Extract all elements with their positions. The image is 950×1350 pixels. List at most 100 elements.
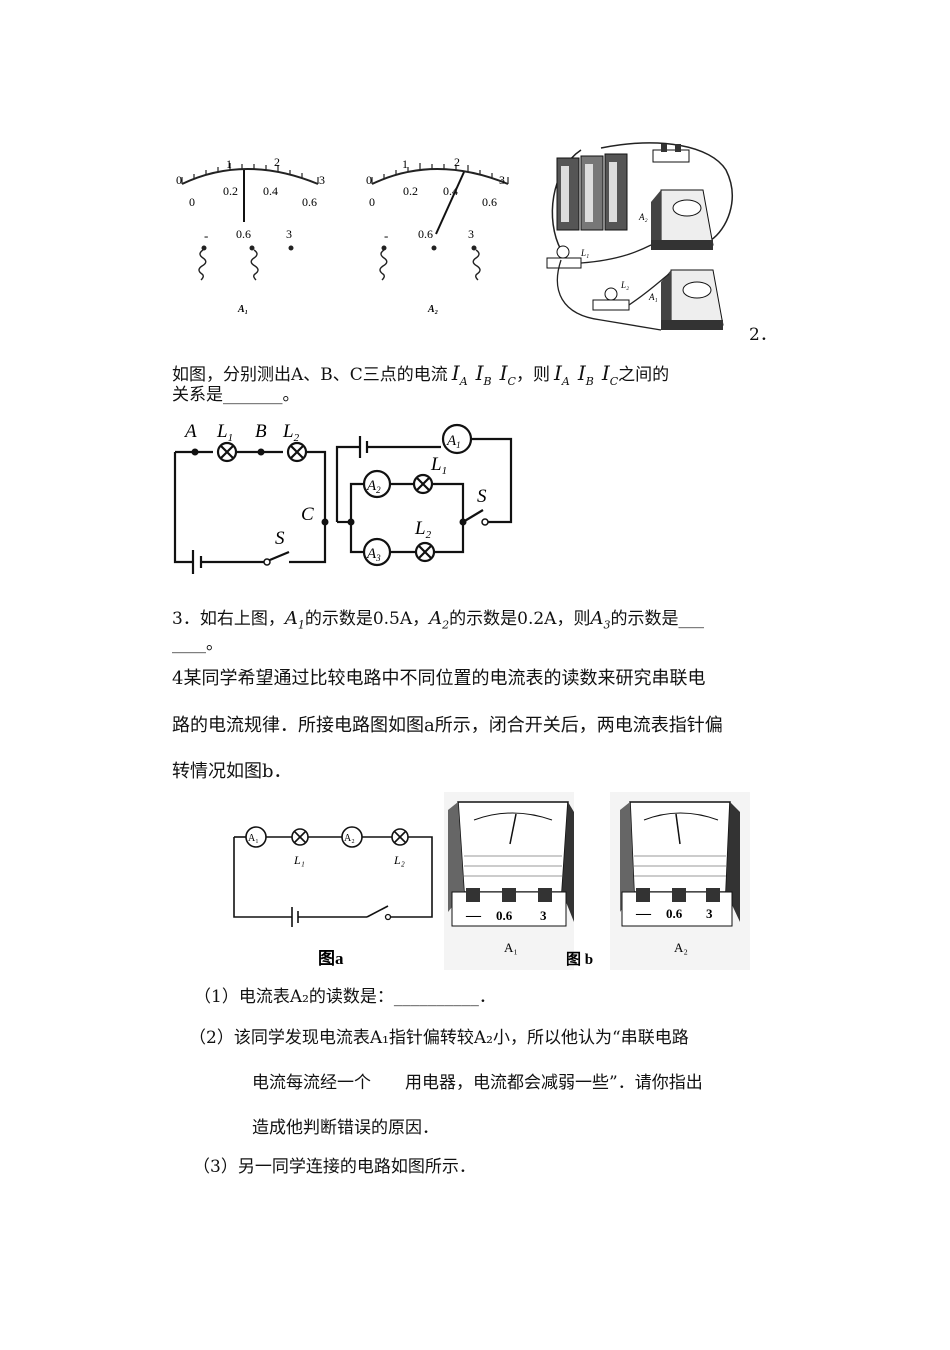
q3-meter-a3: A3 [590, 608, 611, 632]
a2-needle [435, 171, 465, 235]
q2-number: 2． [749, 325, 777, 345]
q4-line1: 4某同学希望通过比较电路中不同位置的电流表的读数来研究串联电 [172, 668, 706, 689]
a1-photo-term-3: 3 [540, 908, 547, 923]
bulb-l2-icon: L₂ [592, 280, 630, 311]
q3-seg1: 的示数是0.5A， [304, 609, 430, 629]
q3-line1: 3．如右上图，A1的示数是0.5A，A2的示数是0.2A，则A3的示数是___ [172, 606, 704, 639]
fig-a-a2: A₂ [344, 833, 355, 844]
a1-top-2: 2 [274, 155, 280, 169]
q3-meter-a2: A2 [429, 608, 450, 632]
a1-photo-term-06: 0.6 [496, 908, 513, 923]
q2-circuits-figure: A L1 B L2 C S A1 A2 A3 L1 L2 S [173, 421, 513, 574]
q4-sub2-line1: （2）该同学发现电流表A₁指针偏转较A₂小，所以他认为“串联电路 [189, 1028, 689, 1048]
q3-line2: ____。 [172, 634, 223, 654]
q4-sub3: （3）另一同学连接的电路如图所示． [193, 1157, 476, 1177]
photo-l1-label: L₁ [580, 248, 589, 258]
a1-top-3: 3 [319, 173, 325, 187]
current-ia-1: IA [451, 361, 468, 388]
q2-line1-prefix: 如图，分别测出A、B、C三点的电流 [172, 365, 448, 385]
ammeter-a1-photo-icon: A₁ [648, 269, 724, 330]
a2-top-0: 0 [366, 173, 372, 187]
circuit-parallel-right [335, 423, 513, 567]
current-ib-1: IB [475, 361, 492, 388]
q3-prefix: 3．如右上图， [172, 609, 285, 629]
a1-photo-label: A₁ [504, 940, 518, 955]
current-ic-2: IC [601, 361, 619, 388]
q4-sub1: （1）电流表A₂的读数是：__________． [194, 987, 496, 1007]
ammeter-a2-photo-icon: A₂ [638, 189, 714, 250]
node-a-dot [191, 448, 199, 456]
q4-sub2-line3: 造成他判断错误的原因． [252, 1118, 439, 1138]
current-ib-2: IB [577, 361, 594, 388]
q4-line3: 转情况如图b． [172, 761, 292, 782]
a1-bot-1: 0.2 [223, 184, 238, 198]
a2-top-3: 3 [499, 173, 505, 187]
node-c-dot [321, 518, 329, 526]
bulb-l1-icon: L₁ [546, 245, 589, 269]
node-b-dot [257, 448, 265, 456]
ammeter-a1-drawing: — 0.6 3 A₁ [444, 792, 574, 970]
q4-figures: A₁ A₂ L₁ L₂ 图a — 0.6 3 A₁ 图 b — 0.6 3 A₂ [233, 792, 750, 970]
label-c: C [301, 504, 314, 525]
apparatus-photo: A₂ L₁ L₂ A₁ [545, 142, 741, 340]
a2-photo-label: A₂ [674, 940, 688, 955]
q4-line2: 路的电流规律．所接电路图如图a所示，闭合开关后，两电流表指针偏 [172, 715, 723, 736]
circuit-series-left [173, 441, 327, 574]
fig-a-a1: A₁ [248, 833, 259, 844]
a1-photo-needle [509, 813, 517, 845]
label-a: A [183, 421, 197, 442]
q2-line1-suffix: 之间的 [618, 365, 670, 385]
current-ic-1: IC [499, 361, 516, 388]
battery-pack-icon [556, 153, 628, 231]
label-a1-right: A1 [446, 433, 461, 450]
a2-top-1: 1 [402, 157, 408, 171]
a1-bot-0: 0 [189, 195, 195, 209]
a2-term-06: 0.6 [418, 227, 433, 241]
a2-photo-needle [675, 813, 681, 845]
label-l1-right: L1 [430, 454, 447, 477]
a2-term-neg: - [384, 228, 388, 243]
photo-a1-label: A₁ [648, 292, 658, 302]
photo-l2-label: L₂ [620, 280, 629, 290]
switch-icon [652, 144, 690, 163]
q3-seg3: 的示数是___ [610, 609, 704, 629]
a2-label: A₂ [427, 304, 438, 315]
label-l1-left: L1 [216, 421, 233, 444]
fig-b-caption: 图 b [566, 951, 593, 968]
a1-bot-3: 0.6 [302, 195, 317, 209]
a2-top-2: 2 [454, 155, 460, 169]
a2-bot-0: 0 [369, 195, 375, 209]
a1-term-3: 3 [286, 227, 292, 241]
meter-dial-a2: 0 1 2 3 0 0.2 0.4 0.6 - 0.6 3 A₂ [366, 155, 509, 315]
q2-line2: 关系是_______。 [172, 385, 300, 405]
ammeter-a2-drawing: — 0.6 3 A₂ [610, 792, 750, 970]
fig-a-l2: L₂ [393, 853, 405, 867]
a1-label: A₁ [237, 304, 248, 315]
a1-bot-2: 0.4 [263, 184, 278, 198]
meter-dials-figure: 0 1 2 3 0 0.2 0.4 0.6 - 0.6 3 A₁ 0 1 2 3… [176, 142, 741, 340]
q2-line1-mid: ，则 [515, 365, 550, 385]
label-l2-left: L2 [282, 421, 300, 444]
a1-top-0: 0 [176, 173, 182, 187]
label-b: B [255, 421, 267, 442]
fig-a-l1: L₁ [293, 853, 305, 867]
fig-a-caption: 图a [318, 949, 344, 968]
label-l2-right: L2 [414, 518, 432, 541]
a2-photo-term-06: 0.6 [666, 906, 683, 921]
a2-bot-3: 0.6 [482, 195, 497, 209]
a2-photo-term-neg: — [635, 906, 652, 922]
label-s-right: S [477, 486, 487, 507]
label-a3-right: A3 [366, 546, 381, 563]
a1-top-1: 1 [226, 157, 232, 171]
a1-term-06: 0.6 [236, 227, 251, 241]
a2-photo-term-3: 3 [706, 906, 713, 921]
q3-seg2: 的示数是0.2A，则 [449, 609, 591, 629]
meter-dial-a1: 0 1 2 3 0 0.2 0.4 0.6 - 0.6 3 A₁ [176, 155, 325, 315]
q3-meter-a1: A1 [284, 608, 305, 632]
label-a2-right: A2 [366, 478, 381, 495]
photo-a2-label: A₂ [638, 212, 648, 222]
a2-bot-1: 0.2 [403, 184, 418, 198]
q4-sub2-line2: 电流每流经一个 用电器，电流都会减弱一些”．请你指出 [252, 1073, 703, 1093]
a2-term-3: 3 [468, 227, 474, 241]
